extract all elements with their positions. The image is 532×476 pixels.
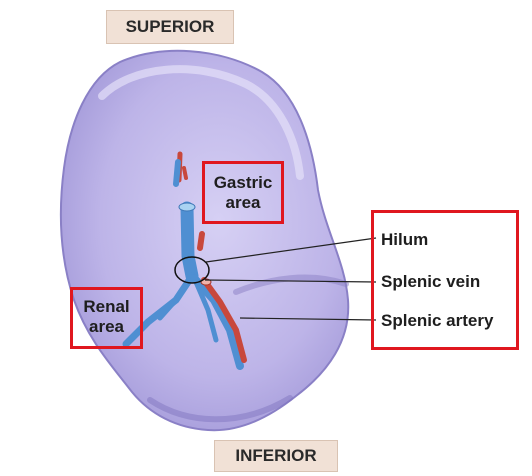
splenic-vein: [122, 201, 244, 370]
callout-highlight-box: [371, 210, 519, 350]
hilum-leader-line: [205, 237, 377, 263]
renal-area-label: Renal area: [72, 297, 141, 337]
renal-area-highlight-box: [70, 287, 143, 349]
spleen-ridge-shadow: [233, 274, 349, 295]
short-gastric-vessels: [173, 151, 188, 187]
splenic-vein-label: Splenic vein: [381, 272, 481, 291]
hilum-label: Hilum: [381, 230, 429, 249]
gastric-area-label: Gastric area: [206, 173, 280, 213]
hilum-circle: [174, 256, 210, 284]
gastric-area-highlight-box: [202, 161, 284, 224]
superior-label: SUPERIOR: [106, 10, 234, 44]
gastric-area-line2: area: [225, 193, 261, 212]
inferior-label: INFERIOR: [214, 440, 338, 472]
splenic-artery: [197, 231, 247, 363]
renal-area-line1: Renal: [83, 297, 130, 316]
spleen-lower-shadow: [147, 395, 293, 423]
splenic-vein-leader-line: [204, 279, 377, 283]
spleen-body: [59, 49, 350, 432]
gastric-area-line1: Gastric: [213, 173, 273, 192]
splenic-artery-label: Splenic artery: [381, 311, 494, 330]
splenic-artery-leader-line: [239, 317, 377, 321]
spleen-rim: [98, 65, 304, 180]
renal-area-line2: area: [89, 317, 124, 336]
